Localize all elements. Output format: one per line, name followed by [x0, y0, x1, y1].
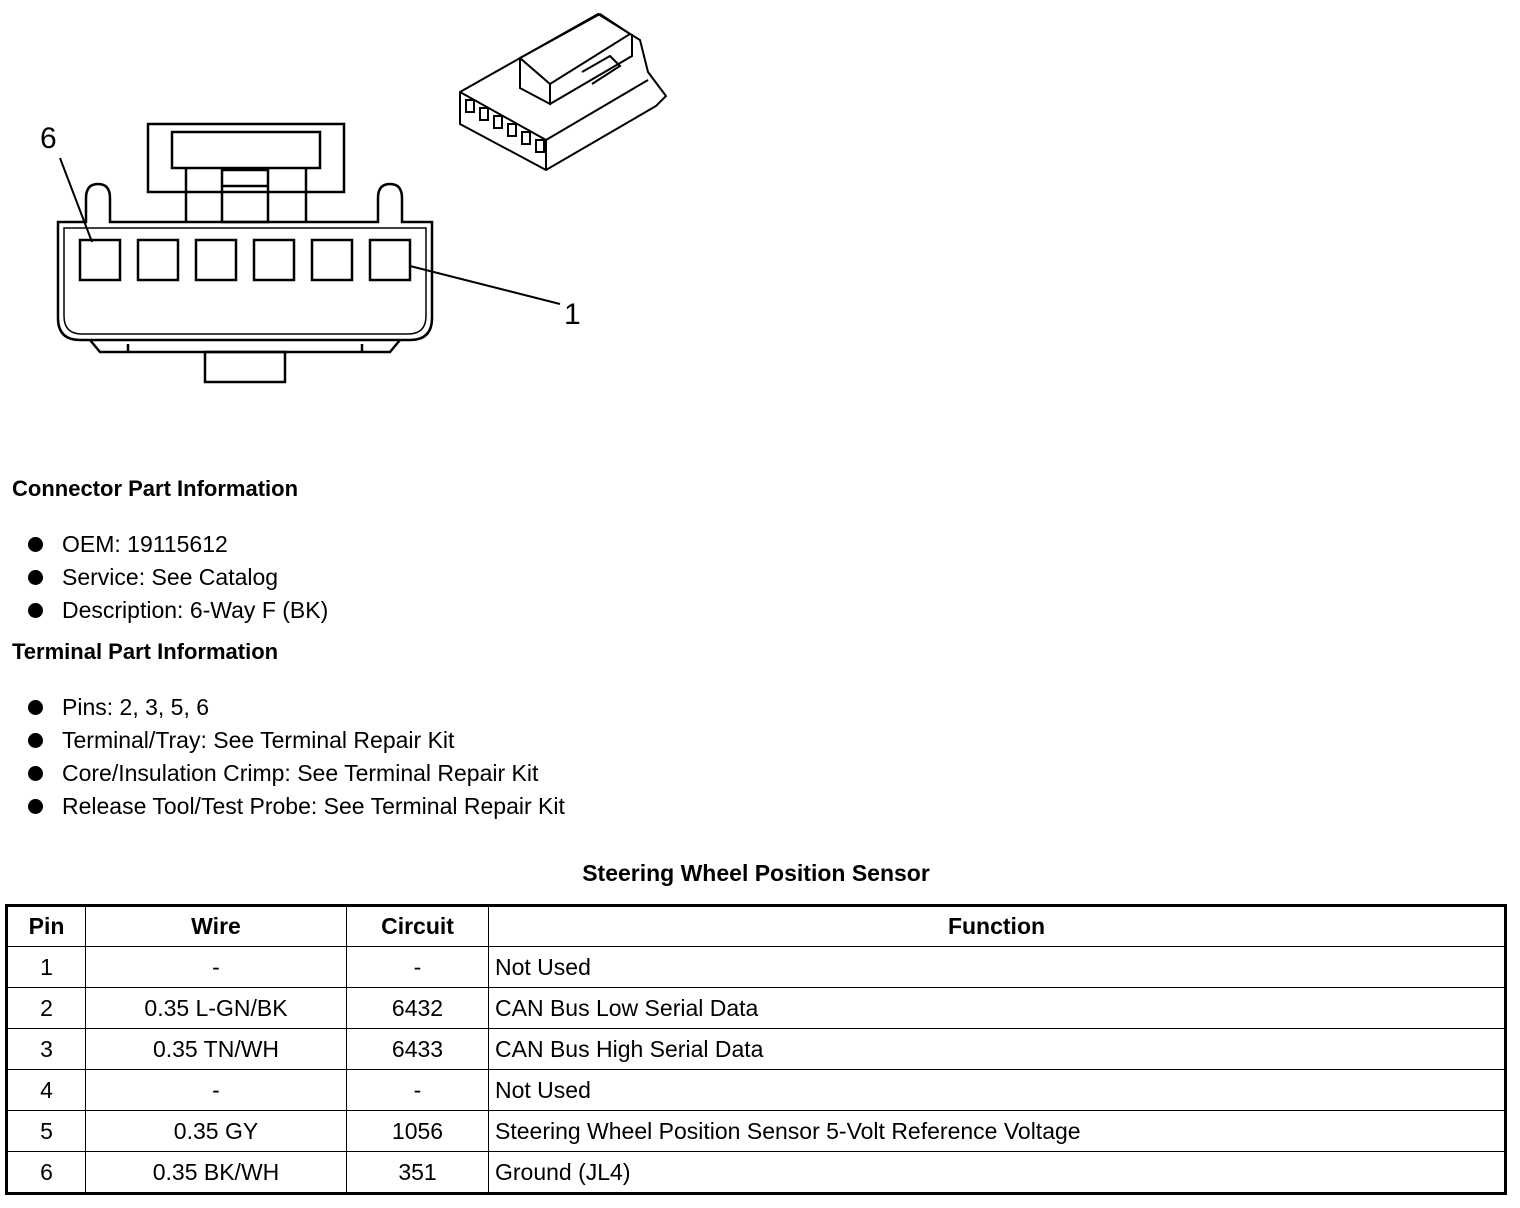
pin-6-label: 6 [40, 122, 57, 155]
pinout-table: Pin Wire Circuit Function 1 - - Not Used… [5, 904, 1507, 1195]
list-item-text: OEM: 19115612 [62, 531, 228, 557]
cavity-2 [310, 238, 354, 282]
connector-front-view [56, 122, 561, 384]
header-wire: Wire [85, 905, 347, 947]
cell-function: CAN Bus High Serial Data [488, 1028, 1506, 1070]
header-circuit: Circuit [346, 905, 489, 947]
list-item-text: Description: 6-Way F (BK) [62, 597, 329, 623]
list-item-text: Service: See Catalog [62, 564, 279, 590]
cell-wire: - [85, 946, 347, 988]
list-item-text: Pins: 2, 3, 5, 6 [62, 694, 210, 720]
connector-info-title: Connector Part Information [12, 476, 299, 501]
cell-function: Ground (JL4) [488, 1151, 1506, 1194]
cell-pin: 4 [6, 1069, 86, 1111]
bullet-icon [28, 799, 43, 814]
table-row: 3 0.35 TN/WH 6433 CAN Bus High Serial Da… [6, 1028, 1506, 1070]
terminal-info-title: Terminal Part Information [12, 639, 279, 664]
bullet-icon [28, 603, 43, 618]
cell-circuit: 1056 [346, 1110, 489, 1152]
header-function: Function [488, 905, 1506, 947]
table-row: 6 0.35 BK/WH 351 Ground (JL4) [6, 1151, 1506, 1194]
table-row: 4 - - Not Used [6, 1069, 1506, 1111]
table-row: 1 - - Not Used [6, 946, 1506, 988]
list-item: Release Tool/Test Probe: See Terminal Re… [28, 790, 565, 823]
cell-circuit: - [346, 946, 489, 988]
bullet-icon [28, 570, 43, 585]
cell-circuit: 351 [346, 1151, 489, 1194]
connector-info-list: OEM: 19115612 Service: See Catalog Descr… [28, 528, 328, 627]
list-item: Core/Insulation Crimp: See Terminal Repa… [28, 757, 565, 790]
list-item: Service: See Catalog [28, 561, 328, 594]
bullet-icon [28, 700, 43, 715]
cell-function: Not Used [488, 946, 1506, 988]
list-item-text: Terminal/Tray: See Terminal Repair Kit [62, 727, 455, 753]
bullet-icon [28, 537, 43, 552]
terminal-info-list: Pins: 2, 3, 5, 6 Terminal/Tray: See Term… [28, 691, 565, 823]
cell-pin: 5 [6, 1110, 86, 1152]
cell-circuit: 6433 [346, 1028, 489, 1070]
cavity-row [78, 238, 412, 282]
cell-function: Not Used [488, 1069, 1506, 1111]
cell-wire: 0.35 GY [85, 1110, 347, 1152]
cell-function: Steering Wheel Position Sensor 5-Volt Re… [488, 1110, 1506, 1152]
table-header-row: Pin Wire Circuit Function [6, 905, 1506, 947]
cavity-1 [368, 238, 412, 282]
cell-pin: 3 [6, 1028, 86, 1070]
bullet-icon [28, 733, 43, 748]
table-row: 5 0.35 GY 1056 Steering Wheel Position S… [6, 1110, 1506, 1152]
cell-wire: 0.35 L-GN/BK [85, 987, 347, 1029]
table-row: 2 0.35 L-GN/BK 6432 CAN Bus Low Serial D… [6, 987, 1506, 1029]
list-item: Description: 6-Way F (BK) [28, 594, 328, 627]
cell-wire: 0.35 TN/WH [85, 1028, 347, 1070]
connector-drawing: 6 1 [40, 12, 668, 384]
bullet-icon [28, 766, 43, 781]
list-item: OEM: 19115612 [28, 528, 328, 561]
list-item-text: Core/Insulation Crimp: See Terminal Repa… [62, 760, 539, 786]
pin-1-label: 1 [564, 298, 581, 331]
cell-wire: 0.35 BK/WH [85, 1151, 347, 1194]
list-item: Terminal/Tray: See Terminal Repair Kit [28, 724, 565, 757]
cell-function: CAN Bus Low Serial Data [488, 987, 1506, 1029]
cell-circuit: - [346, 1069, 489, 1111]
cavity-3 [252, 238, 296, 282]
cell-circuit: 6432 [346, 987, 489, 1029]
list-item-text: Release Tool/Test Probe: See Terminal Re… [62, 793, 565, 819]
cell-wire: - [85, 1069, 347, 1111]
cavity-4 [194, 238, 238, 282]
table-title: Steering Wheel Position Sensor [582, 860, 930, 886]
cell-pin: 1 [6, 946, 86, 988]
list-item: Pins: 2, 3, 5, 6 [28, 691, 565, 724]
cavity-5 [136, 238, 180, 282]
cell-pin: 2 [6, 987, 86, 1029]
header-pin: Pin [6, 905, 86, 947]
cell-pin: 6 [6, 1151, 86, 1194]
cavity-6 [78, 238, 122, 282]
connector-isometric-view [459, 12, 668, 172]
